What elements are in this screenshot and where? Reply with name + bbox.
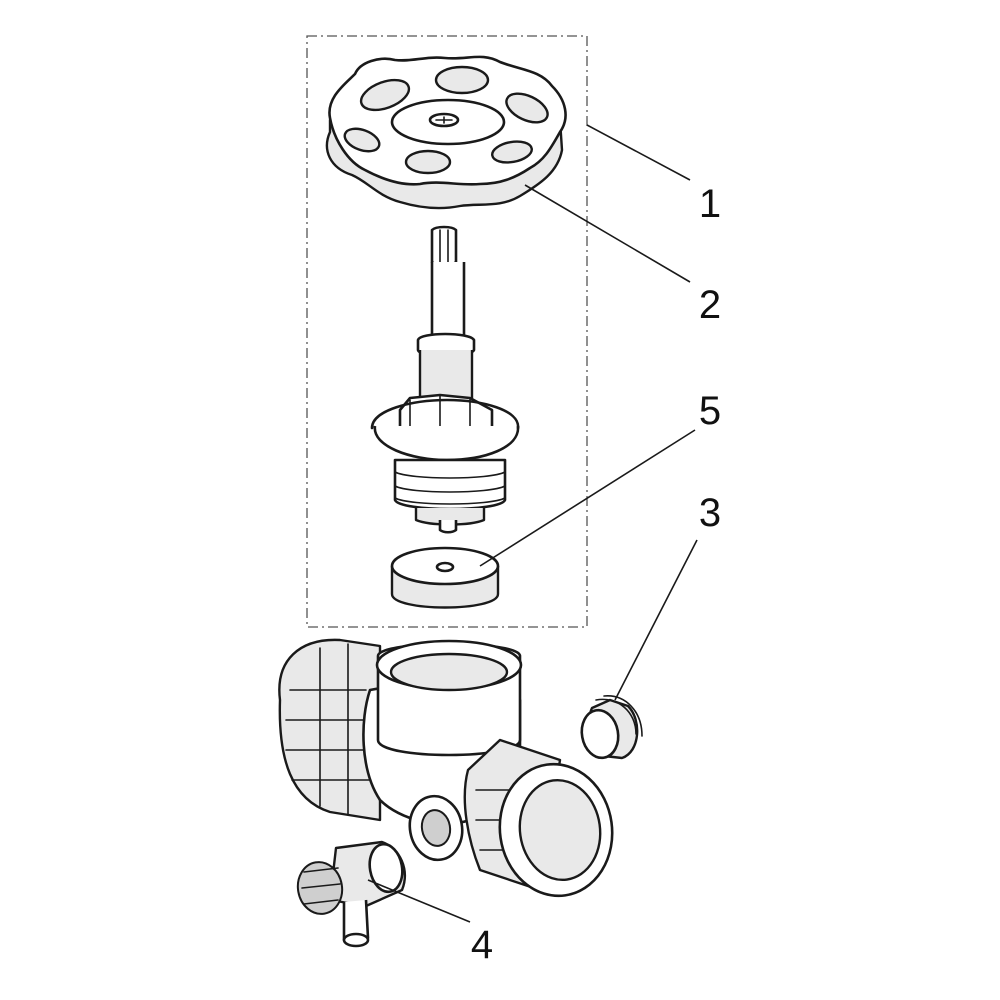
handwheel — [325, 55, 567, 210]
leader-line-4 — [367, 879, 471, 923]
drain-plug — [580, 695, 643, 760]
callout-4: 4 — [471, 923, 493, 967]
callout-3: 3 — [699, 491, 721, 535]
leader-line-5 — [479, 429, 696, 567]
assembly-group-outline — [306, 35, 588, 628]
callout-1: 1 — [699, 182, 721, 226]
callout-2: 2 — [699, 283, 721, 327]
spindle-bonnet — [370, 225, 520, 534]
leader-line-2 — [524, 184, 691, 283]
leader-line-3 — [614, 539, 698, 701]
valve-body — [278, 638, 614, 898]
drain-fitting — [296, 840, 406, 948]
leader-line-1 — [586, 124, 691, 181]
callout-5: 5 — [699, 389, 721, 433]
washer — [390, 546, 500, 609]
